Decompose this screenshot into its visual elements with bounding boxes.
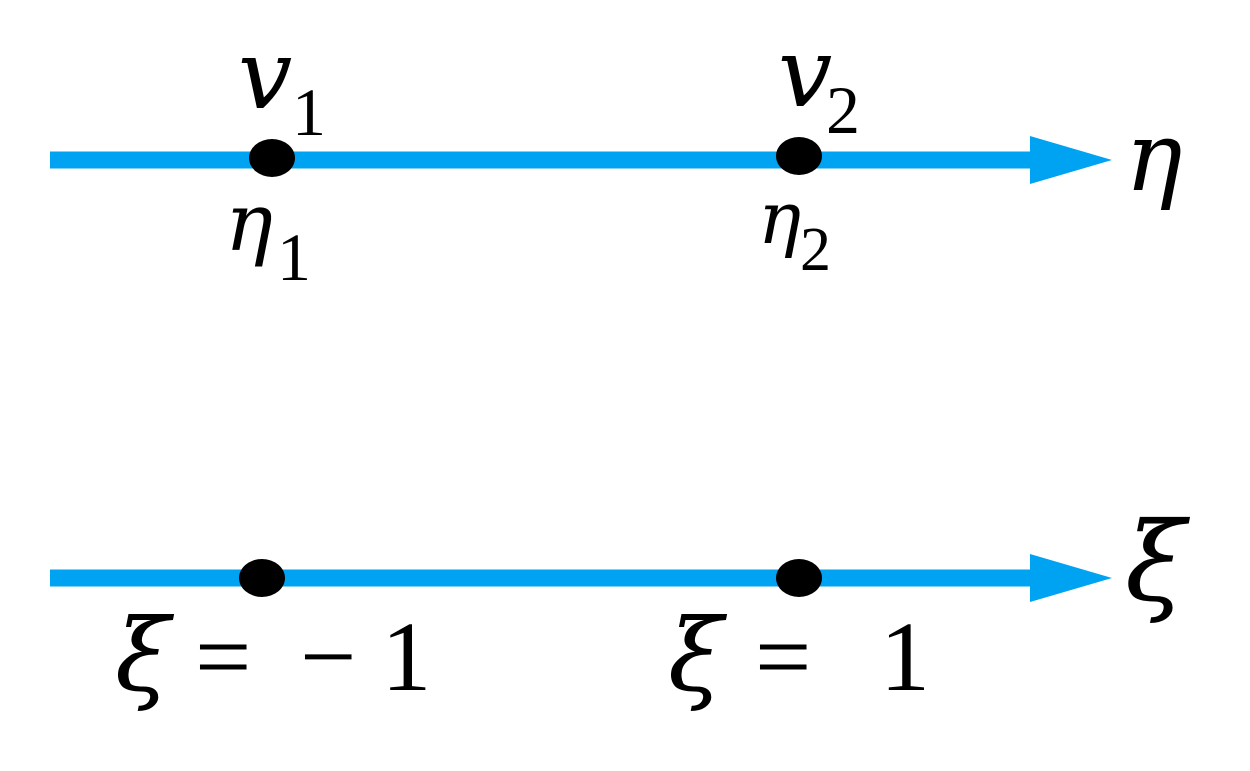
reference-node-1-eq: =: [195, 601, 251, 712]
physical-node-1: v 1 η 1: [225, 19, 326, 295]
physical-axis-label: η: [1125, 101, 1183, 213]
physical-axis: η: [50, 101, 1183, 213]
physical-node-2-symbol-sub: 2: [826, 72, 860, 148]
reference-node-2-label: ξ = 1: [668, 597, 930, 714]
physical-node-1-label: v 1: [238, 19, 326, 150]
reference-node-1-dot: [239, 559, 285, 597]
reference-node-2-value: 1: [880, 601, 930, 712]
physical-node-1-symbol: v: [238, 19, 292, 131]
reference-axis: ξ: [50, 498, 1191, 626]
physical-node-2-label: v 2: [778, 17, 860, 148]
reference-node-1: ξ = − 1: [115, 559, 431, 714]
reference-node-2-eq: =: [755, 601, 811, 712]
reference-axis-arrowhead: [1030, 554, 1112, 602]
physical-axis-arrowhead: [1030, 136, 1112, 184]
physical-node-2: v 2 η 2: [758, 17, 860, 284]
physical-node-2-symbol: v: [778, 17, 832, 129]
physical-node-1-coord-symbol: η: [225, 176, 273, 269]
reference-node-1-value: − 1: [300, 601, 431, 712]
reference-node-2: ξ = 1: [668, 559, 930, 714]
physical-node-2-coord: η 2: [758, 176, 831, 284]
reference-node-2-dot: [776, 559, 822, 597]
reference-node-2-var: ξ: [668, 597, 728, 714]
physical-node-1-coord-sub: 1: [277, 219, 311, 295]
reference-node-1-var: ξ: [115, 597, 175, 714]
physical-node-2-coord-sub: 2: [800, 216, 831, 284]
physical-node-2-coord-symbol: η: [758, 176, 801, 260]
physical-node-1-symbol-sub: 1: [292, 74, 326, 150]
physical-node-2-dot: [776, 137, 822, 175]
physical-node-1-dot: [249, 139, 295, 177]
physical-node-1-coord: η 1: [225, 176, 311, 295]
reference-node-1-label: ξ = − 1: [115, 597, 431, 714]
reference-axis-label: ξ: [1125, 498, 1191, 626]
